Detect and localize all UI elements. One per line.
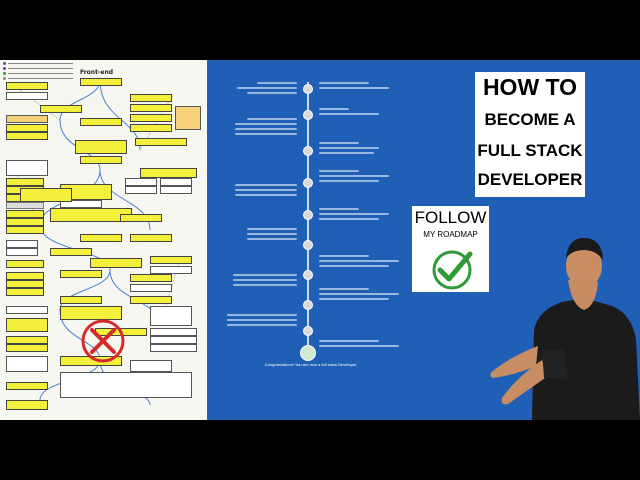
headline-line-2: BECOME A [484, 110, 576, 129]
timeline-final-caption: Congratulations! You are now a full stac… [264, 362, 358, 367]
timeline-node [303, 300, 313, 310]
timeline-node [303, 210, 313, 220]
check-icon [432, 250, 473, 290]
timeline-node [303, 84, 313, 94]
timeline-node [303, 178, 313, 188]
timeline-end-node [300, 345, 316, 361]
follow-word: FOLLOW [414, 208, 487, 227]
roadmap-diagram: Front-end [0, 60, 207, 420]
timeline-panel: Congratulations! You are now a full stac… [207, 60, 640, 420]
roadmap-title: Front-end [80, 69, 114, 76]
timeline-node [303, 146, 313, 156]
timeline-node [303, 110, 313, 120]
follow-card: FOLLOW MY ROADMAP [412, 206, 489, 292]
thumbnail-frame: Front-end [0, 60, 640, 420]
headline-line-3: FULL STACK [477, 141, 583, 160]
presenter-photo [490, 238, 640, 420]
headline-line-4: DEVELOPER [477, 170, 583, 189]
roadmap-legend [3, 61, 73, 81]
headline-line-1: HOW TO [482, 74, 578, 100]
x-mark-icon [81, 319, 125, 363]
headline-panel: HOW TO BECOME A FULL STACK DEVELOPER [475, 72, 585, 197]
timeline-node [303, 240, 313, 250]
follow-subtitle: MY ROADMAP [423, 230, 478, 239]
timeline-node [303, 326, 313, 336]
timeline-node [303, 270, 313, 280]
